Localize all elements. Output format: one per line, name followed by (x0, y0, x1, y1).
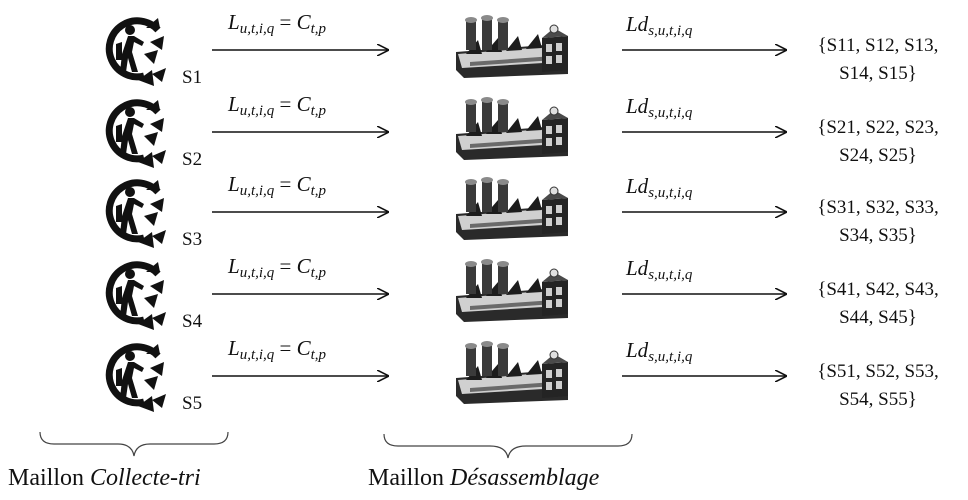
recycling-person-icon (109, 344, 166, 412)
formula-l-sub: u,t,i,q (239, 183, 275, 199)
shipment-formula: Lds,u,t,i,q (626, 176, 692, 201)
collect-formula: Lu,t,i,q = Ct,p (228, 256, 326, 281)
formula-l-sub: u,t,i,q (239, 347, 275, 363)
output-set: {S31, S32, S33, S34, S35} (796, 194, 960, 250)
formula-c-sub: t,p (310, 103, 327, 119)
output-set-line-1: {S11, S12, S13, (817, 35, 939, 56)
formula-equals: = (274, 336, 297, 360)
output-set-line-2: S34, S35} (839, 225, 917, 246)
formula-l: L (228, 10, 240, 34)
source-label: S3 (182, 229, 203, 250)
caption-collecte-prefix: Maillon (8, 465, 84, 491)
formula-l: L (228, 172, 240, 196)
shipment-formula: Lds,u,t,i,q (626, 340, 692, 365)
formula-c: C (296, 92, 311, 116)
output-set-line-1: {S41, S42, S43, (817, 279, 939, 300)
factory-icon (455, 258, 569, 323)
shipment-formula: Lds,u,t,i,q (626, 96, 692, 121)
chain-row-5 (109, 340, 786, 412)
formula-equals: = (274, 10, 297, 34)
source-label: S1 (182, 67, 203, 88)
formula-l: L (228, 254, 240, 278)
formula-c-sub: t,p (310, 265, 327, 281)
output-set-line-2: S54, S55} (839, 389, 917, 410)
formula-ld: Ld (626, 174, 649, 198)
desassemblage-brace (383, 433, 633, 459)
formula-ld: Ld (626, 256, 649, 280)
factory-icon (455, 96, 569, 161)
factory-icon (455, 340, 569, 405)
formula-c-sub: t,p (310, 21, 327, 37)
formula-equals: = (274, 172, 297, 196)
formula-l-sub: u,t,i,q (239, 103, 275, 119)
output-set-line-1: {S51, S52, S53, (817, 361, 939, 382)
formula-c: C (296, 172, 311, 196)
output-set-line-2: S24, S25} (839, 145, 917, 166)
output-set: {S51, S52, S53, S54, S55} (796, 358, 960, 414)
formula-l: L (228, 92, 240, 116)
formula-l-sub: u,t,i,q (239, 21, 275, 37)
shipment-formula: Lds,u,t,i,q (626, 14, 692, 39)
recycling-person-icon (109, 18, 166, 86)
caption-desassemblage: Maillon Désassemblage (368, 466, 599, 490)
chain-row-1 (109, 14, 786, 86)
shipment-formula: Lds,u,t,i,q (626, 258, 692, 283)
chain-row-3 (109, 176, 786, 248)
formula-l: L (228, 336, 240, 360)
output-set-line-2: S44, S45} (839, 307, 917, 328)
formula-ld: Ld (626, 12, 649, 36)
collect-formula: Lu,t,i,q = Ct,p (228, 94, 326, 119)
chain-row-2 (109, 96, 786, 168)
output-set-line-1: {S21, S22, S23, (817, 117, 939, 138)
caption-desassemblage-emph: Désassemblage (450, 465, 600, 491)
collect-formula: Lu,t,i,q = Ct,p (228, 12, 326, 37)
recycling-person-icon (109, 100, 166, 168)
caption-desassemblage-prefix: Maillon (368, 465, 444, 491)
output-set-line-2: S14, S15} (839, 63, 917, 84)
collect-formula: Lu,t,i,q = Ct,p (228, 338, 326, 363)
formula-c: C (296, 254, 311, 278)
formula-c: C (296, 336, 311, 360)
formula-ld-sub: s,u,t,i,q (648, 185, 693, 201)
output-set: {S21, S22, S23, S24, S25} (796, 114, 960, 170)
source-label: S4 (182, 311, 203, 332)
source-label: S2 (182, 149, 203, 170)
formula-ld: Ld (626, 338, 649, 362)
formula-ld-sub: s,u,t,i,q (648, 105, 693, 121)
source-label: S5 (182, 393, 203, 414)
output-set-line-1: {S31, S32, S33, (817, 197, 939, 218)
collecte-brace (39, 431, 229, 457)
formula-equals: = (274, 254, 297, 278)
factory-icon (455, 14, 569, 79)
supply-chain-rows (109, 14, 786, 412)
caption-collecte-tri: Maillon Collecte-tri (8, 466, 201, 490)
collect-formula: Lu,t,i,q = Ct,p (228, 174, 326, 199)
output-set: {S11, S12, S13, S14, S15} (796, 32, 960, 88)
chain-row-4 (109, 258, 786, 330)
formula-equals: = (274, 92, 297, 116)
output-set: {S41, S42, S43, S44, S45} (796, 276, 960, 332)
formula-l-sub: u,t,i,q (239, 265, 275, 281)
formula-c-sub: t,p (310, 347, 327, 363)
formula-ld-sub: s,u,t,i,q (648, 23, 693, 39)
formula-c-sub: t,p (310, 183, 327, 199)
caption-collecte-emph: Collecte-tri (90, 465, 201, 491)
recycling-person-icon (109, 180, 166, 248)
formula-ld-sub: s,u,t,i,q (648, 267, 693, 283)
formula-c: C (296, 10, 311, 34)
formula-ld: Ld (626, 94, 649, 118)
recycling-person-icon (109, 262, 166, 330)
factory-icon (455, 176, 569, 241)
formula-ld-sub: s,u,t,i,q (648, 349, 693, 365)
